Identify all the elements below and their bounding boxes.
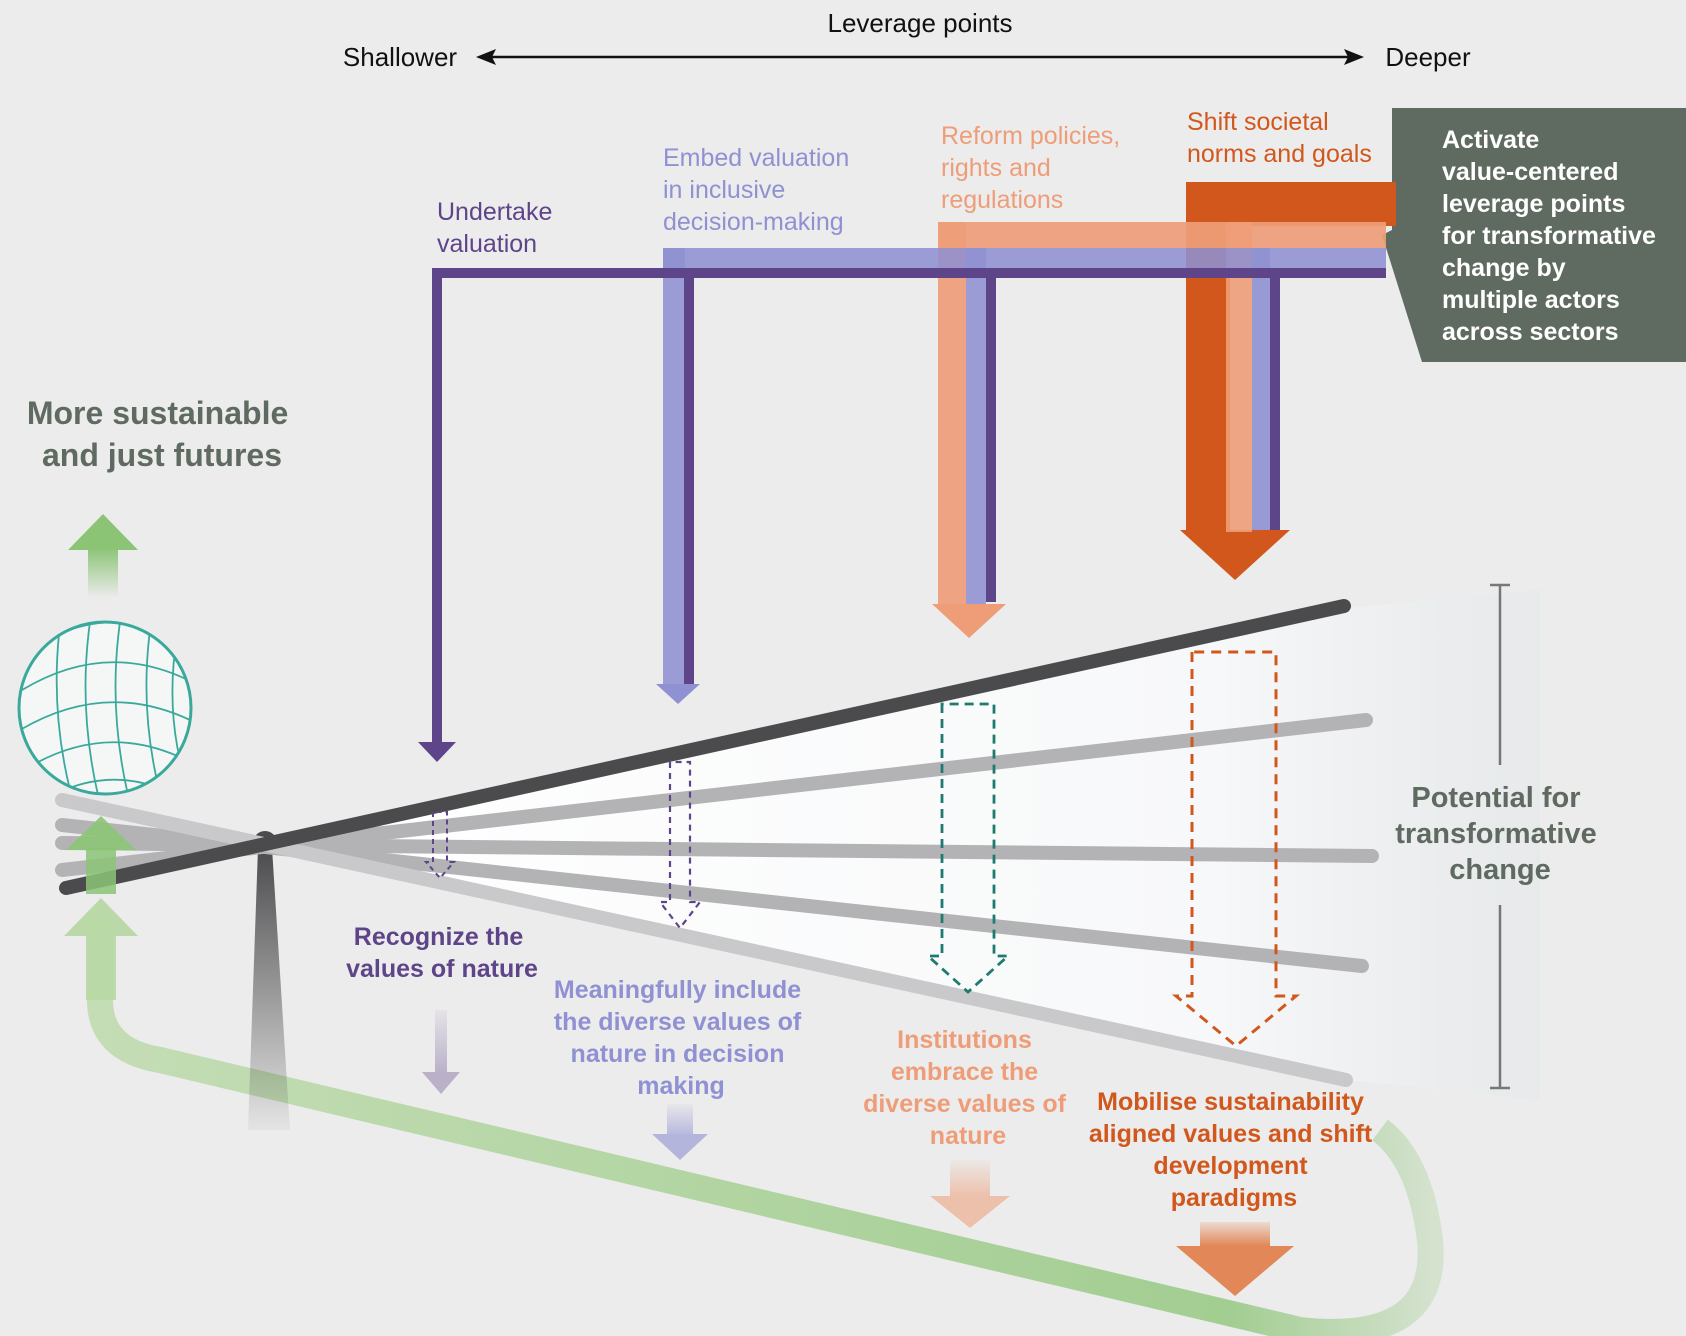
globe-icon [17, 620, 193, 796]
label-include-values: Meaningfully include the diverse values … [554, 976, 808, 1100]
fade-arrow-include [652, 1104, 708, 1160]
fade-arrow-recognize [422, 1010, 460, 1094]
dashed-arrow-include [657, 760, 703, 930]
embed-valuation-arrow [656, 248, 1386, 704]
fade-arrow-mobilise [1176, 1222, 1294, 1296]
leverage-points-title: Leverage points [827, 8, 1012, 38]
label-recognize-values: Recognize the values of nature [346, 923, 538, 983]
dashed-arrow-institutions [924, 702, 1012, 994]
label-reform-policies: Reform policies, rights and regulations [941, 122, 1127, 214]
fade-arrow-institutions [930, 1160, 1010, 1228]
label-embed-valuation: Embed valuation in inclusive decision-ma… [663, 144, 856, 236]
dashed-arrow-mobilise [1171, 650, 1301, 1048]
label-undertake-valuation: Undertake valuation [437, 198, 559, 258]
green-arrow-middle [66, 816, 136, 894]
deeper-label: Deeper [1385, 42, 1471, 72]
feedback-loop [87, 920, 1444, 1336]
side-panel-text: Activate value-centered leverage points … [1442, 126, 1663, 346]
dark-lever-line [59, 599, 1351, 895]
futures-label: More sustainable and just futures [27, 395, 297, 473]
potential-label: Potential for transformative change [1395, 782, 1605, 886]
green-arrow-bottom [64, 898, 138, 1000]
green-arrow-top [68, 514, 138, 598]
dashed-arrow-recognize [423, 811, 457, 880]
label-shift-norms: Shift societal norms and goals [1187, 108, 1372, 168]
undertake-valuation-arrow [418, 268, 1386, 762]
reform-policies-arrow [932, 222, 1386, 638]
potential-bracket [1490, 583, 1510, 1090]
label-mobilise-values: Mobilise sustainability aligned values a… [1089, 1088, 1379, 1212]
side-panel [1382, 108, 1686, 362]
shallower-label: Shallower [343, 42, 458, 72]
fulcrum [248, 848, 290, 1130]
label-institutions-embrace: Institutions embrace the diverse values … [863, 1026, 1073, 1150]
double-headed-arrow [476, 49, 1364, 65]
